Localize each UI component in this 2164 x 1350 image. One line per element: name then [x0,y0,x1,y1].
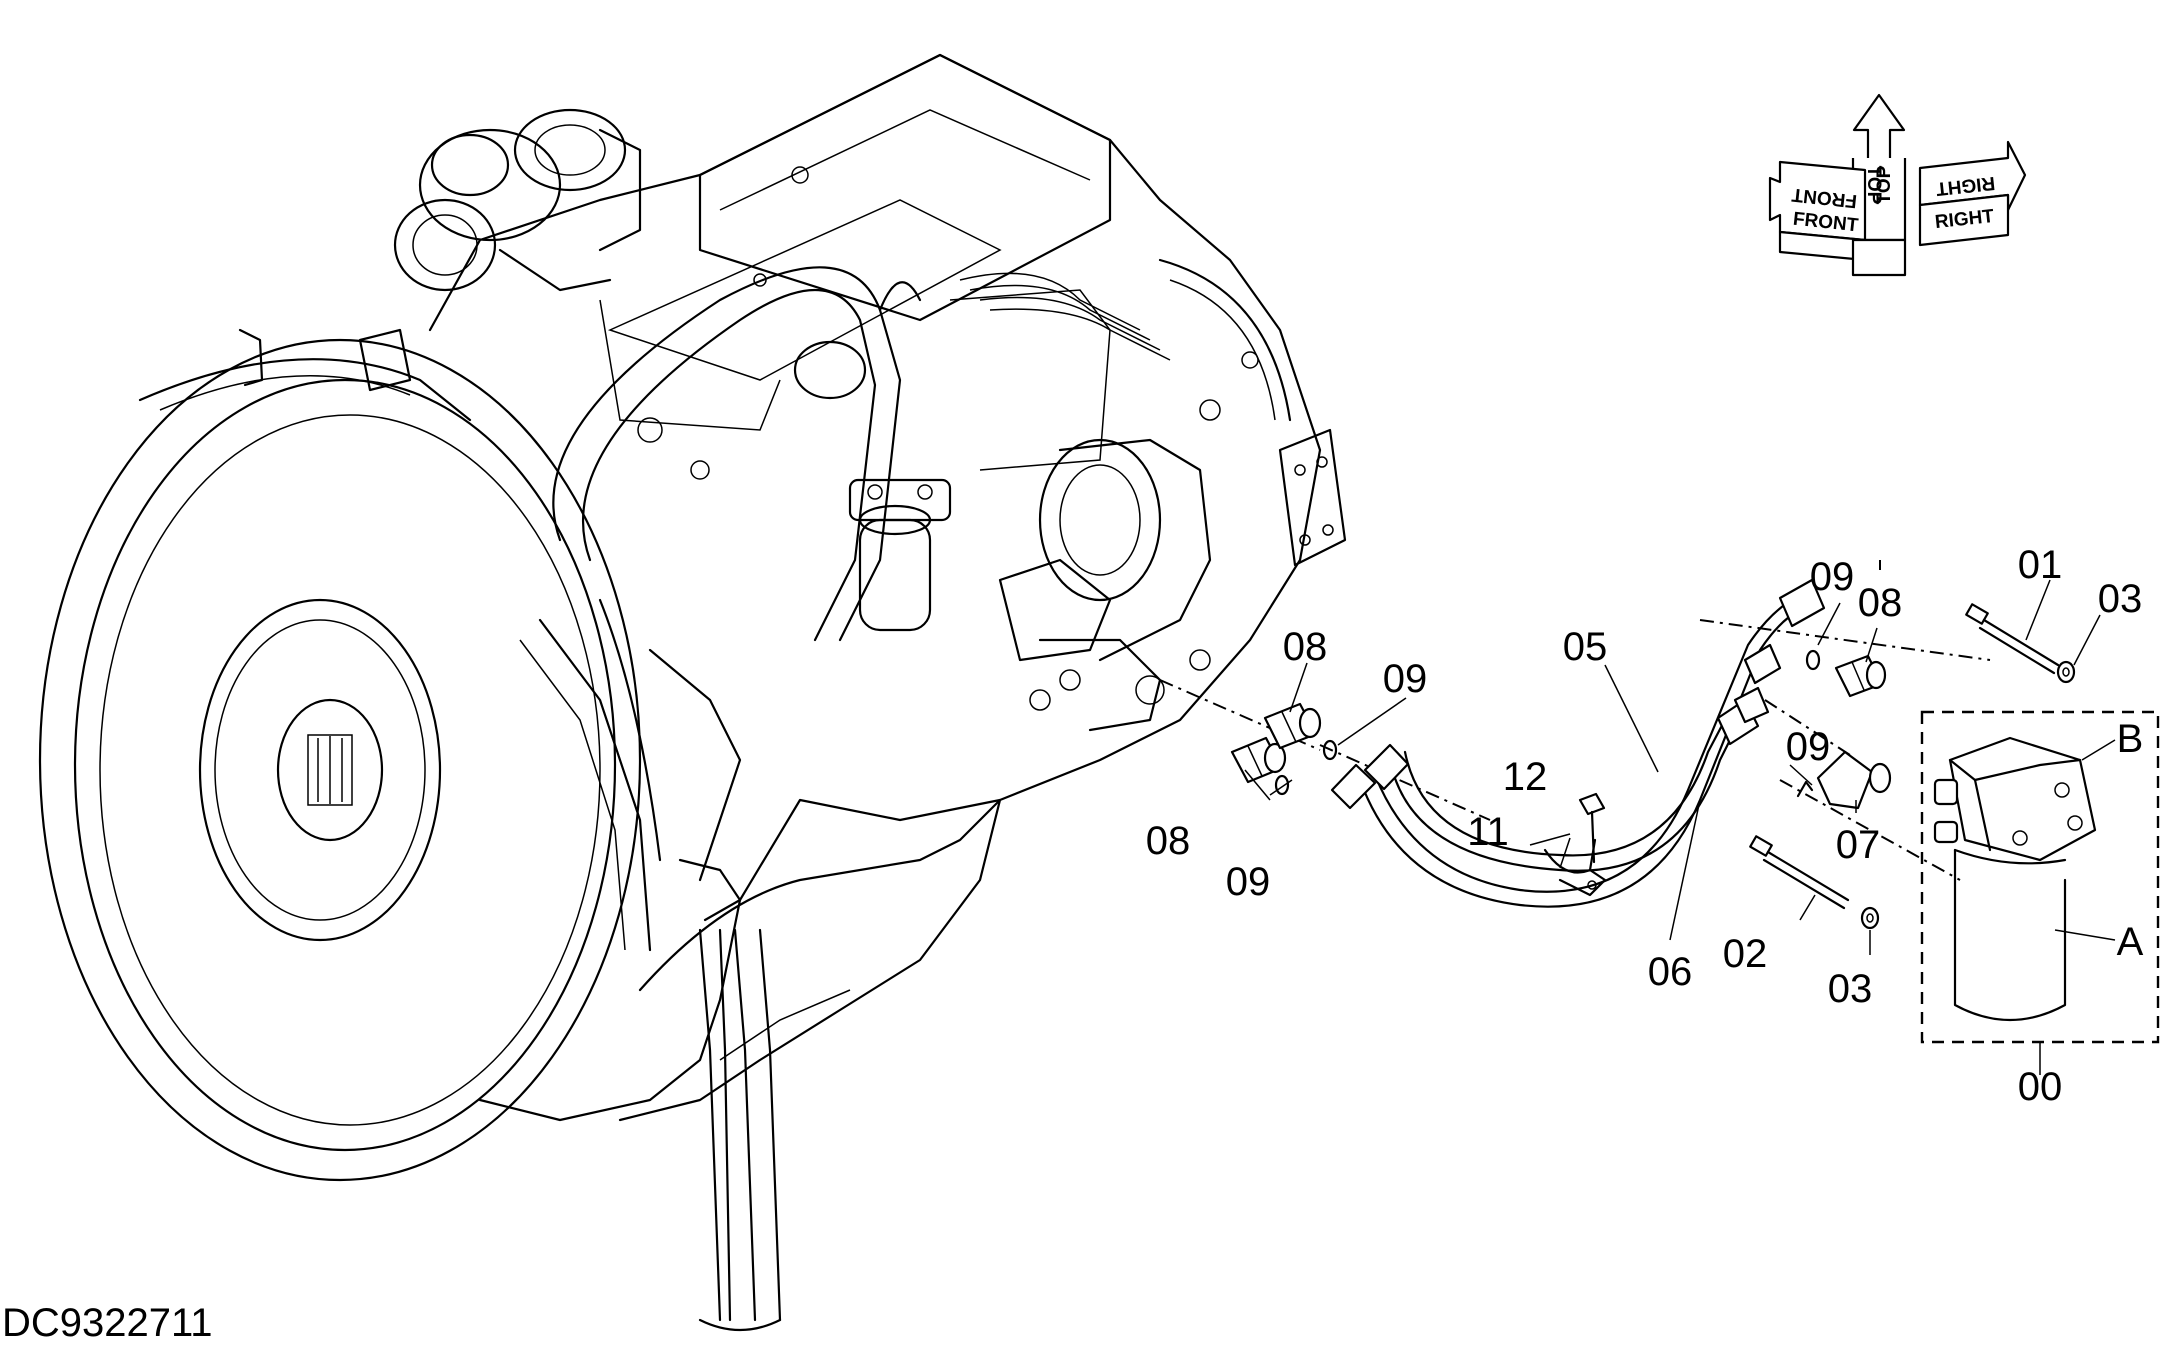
filter-element-A [1953,848,2067,1021]
callout-11: 11 [1467,810,1509,854]
flywheel-hub [276,698,384,842]
engine-assembly [38,53,1347,1332]
callout-03-bottom: 03 [1828,967,1873,1011]
valve-cover [698,53,1112,322]
fuel-filter [848,478,952,632]
orientation-indicator: FRONT FRONT TOP TOP RIGHT RIGHT [1768,93,2027,277]
adapter-08-right [1834,654,1887,698]
front-arrow [1768,160,1867,242]
leader-lines [1244,579,2116,1075]
adapter-08-left [1230,736,1287,784]
flywheel-housing-inner [99,414,601,1126]
callout-09-lower: 09 [1226,860,1271,904]
filter-head-B [1948,736,2097,862]
callout-labels: 00 01 02 03 03 05 06 07 08 08 08 09 09 0… [1146,543,2144,1109]
callout-00: 00 [2018,1065,2063,1109]
callout-02: 02 [1723,932,1768,976]
clamp-11 [1543,838,1607,897]
callout-08-upper-left: 08 [1283,625,1328,669]
flywheel [198,598,442,942]
callout-07: 07 [1836,823,1881,867]
callout-08-lower-left: 08 [1146,819,1191,863]
bolt-12 [1578,792,1606,864]
turbocharger [393,108,642,292]
flywheel-housing-rim [73,378,617,1152]
filter-assembly-00 [1920,710,2160,1044]
callout-09-right-mid: 09 [1786,725,1831,769]
callout-B: B [2117,717,2144,761]
top-label-b: TOP [1874,165,1895,204]
o-rings-09 [1274,649,1821,798]
callout-09-right-top: 09 [1810,555,1855,599]
top-label-a: TOP [1863,166,1884,205]
bolt-01 [1965,603,2060,675]
adapter-08-mid [1263,702,1322,750]
callout-08-right: 08 [1858,581,1903,625]
hose-fittings [1330,578,1826,810]
callout-05: 05 [1563,625,1608,669]
callout-12: 12 [1503,755,1548,799]
flywheel-housing-outer [38,338,642,1182]
callout-09-upper: 09 [1383,657,1428,701]
callout-A: A [2117,920,2144,964]
rear-mount-plate [1278,428,1347,567]
bolt-02 [1749,835,1850,910]
hose-05 [1358,596,1802,908]
drawing-code: DC9322711 [2,1301,213,1345]
washers-03 [1860,660,2076,930]
callout-03-top: 03 [2098,577,2143,621]
starter-motor [1038,438,1162,602]
callout-01: 01 [2018,543,2063,587]
elbow-07 [1816,750,1892,810]
hose-06 [1388,712,1742,872]
callout-06: 06 [1648,950,1693,994]
